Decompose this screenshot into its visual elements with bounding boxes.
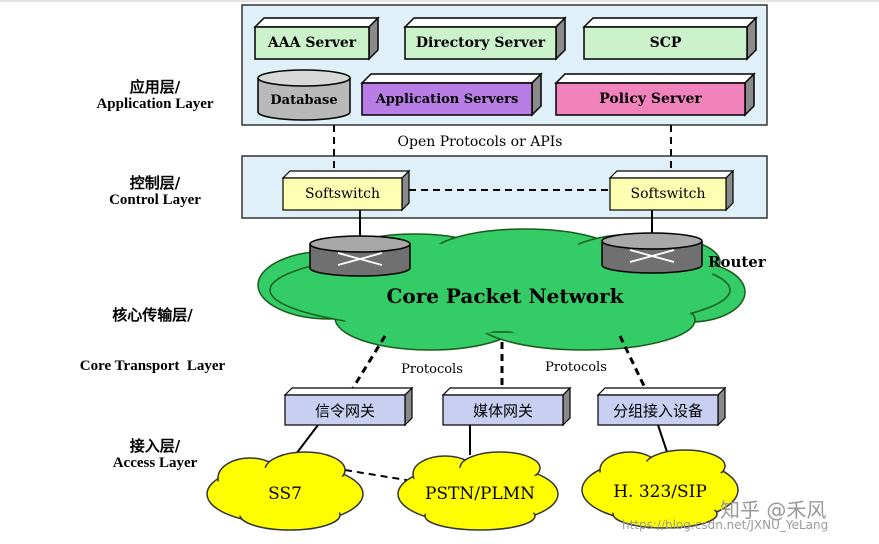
- scp-label: SCP: [649, 35, 682, 51]
- ss7-cloud: [206, 451, 364, 531]
- zhihu-watermark: 知乎 @禾风: [720, 498, 827, 522]
- pstn-plmn-cloud: [397, 451, 559, 531]
- softswitch-right-label: Softswitch: [630, 186, 706, 202]
- media-gateway-label: 媒体网关: [472, 401, 533, 420]
- control-layer-label: 控制层/ Control Layer: [70, 175, 240, 209]
- packet-access-device-label: 分组接入设备: [612, 401, 703, 420]
- scp-box: [582, 16, 758, 61]
- gateway-h323-link: [657, 424, 669, 456]
- open-protocols-label: Open Protocols or APIs: [397, 134, 563, 150]
- database-cylinder: [257, 69, 351, 121]
- core-transport-layer-label-zh: 核心传输层/: [112, 306, 193, 324]
- ss7-label: SS7: [268, 484, 302, 504]
- application-servers-box: [360, 72, 543, 117]
- control-layer-label-en: Control Layer: [109, 192, 201, 208]
- control-layer-label-zh: 控制层/: [129, 174, 181, 192]
- application-layer-label-zh: 应用层/: [129, 78, 181, 96]
- policy-server-box: [554, 72, 756, 117]
- core-transport-layer-label-en: Core Transport Layer: [79, 358, 226, 374]
- directory-server-box: [403, 16, 567, 61]
- application-layer-label: 应用层/ Application Layer: [70, 79, 240, 113]
- database-label: Database: [270, 92, 338, 108]
- router-left: [309, 235, 411, 277]
- router-label: Router: [708, 253, 766, 271]
- media-gateway-box: [441, 386, 572, 427]
- aaa-server-label: AAA Server: [267, 35, 357, 51]
- directory-server-label: Directory Server: [415, 35, 546, 51]
- aaa-server-box: [253, 16, 380, 61]
- softswitch-left-box: [281, 169, 411, 212]
- softswitch-left-label: Softswitch: [305, 186, 380, 202]
- protocols-left-label: Protocols: [401, 361, 463, 377]
- policy-server-label: Policy Server: [599, 91, 702, 107]
- access-layer-label-zh: 接入层/: [129, 437, 181, 455]
- pstn-plmn-label: PSTN/PLMN: [424, 484, 536, 504]
- application-layer-label-en: Application Layer: [96, 96, 214, 112]
- softswitch-right-box: [608, 169, 735, 212]
- access-layer-label-en: Access Layer: [112, 455, 198, 471]
- application-servers-label: Application Servers: [375, 91, 519, 107]
- access-layer-label: 接入层/ Access Layer: [70, 438, 240, 472]
- signaling-gateway-box: [283, 386, 414, 427]
- csdn-url-watermark: https://blog.csdn.net/JXNU_YeLang: [622, 518, 829, 532]
- router-right: [601, 232, 703, 274]
- h323-sip-cloud: [581, 449, 739, 529]
- core-gateway-link-signaling: [351, 335, 387, 389]
- protocols-right-label: Protocols: [545, 359, 607, 375]
- h323-sip-label: H. 323/SIP: [613, 482, 707, 502]
- packet-access-device-box: [596, 386, 727, 427]
- core-gateway-link-packet: [618, 335, 647, 389]
- core-transport-layer-label: 核心传输层/ Core Transport Layer: [50, 273, 255, 392]
- core-packet-network-label: Core Packet Network: [386, 284, 624, 308]
- signaling-gateway-label: 信令网关: [314, 401, 375, 420]
